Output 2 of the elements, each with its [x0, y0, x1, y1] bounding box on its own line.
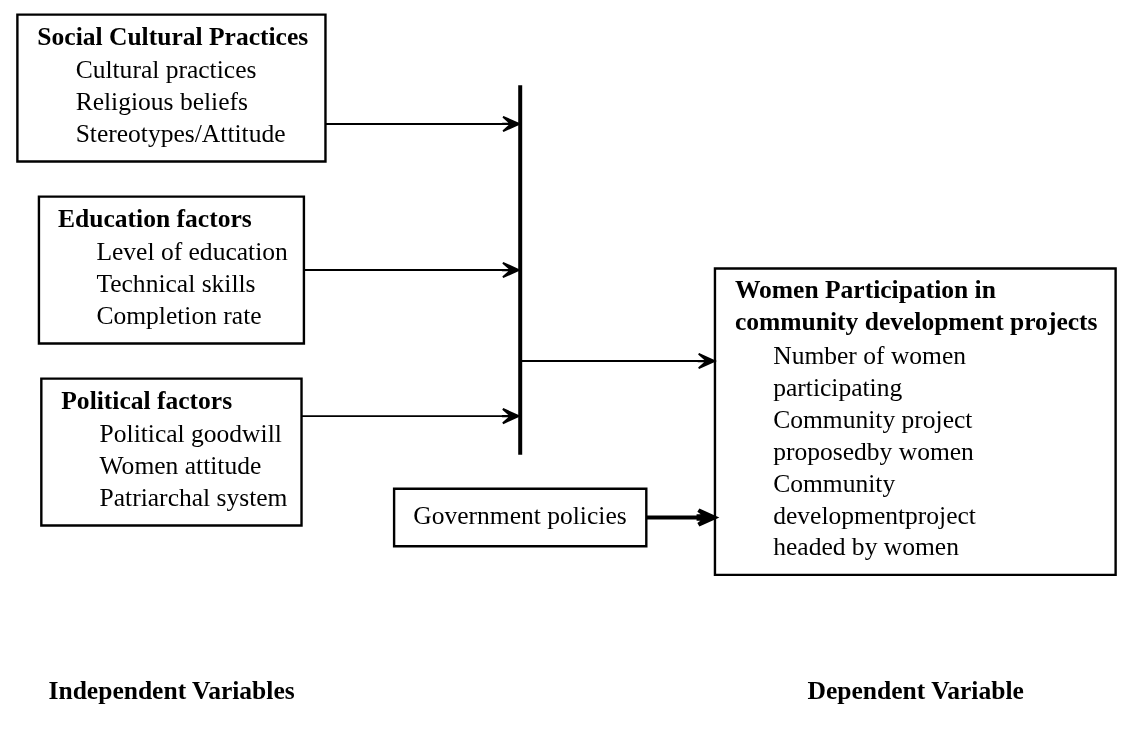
label: Independent Variables — [48, 676, 295, 706]
label: Dependent Variable — [807, 676, 1024, 706]
